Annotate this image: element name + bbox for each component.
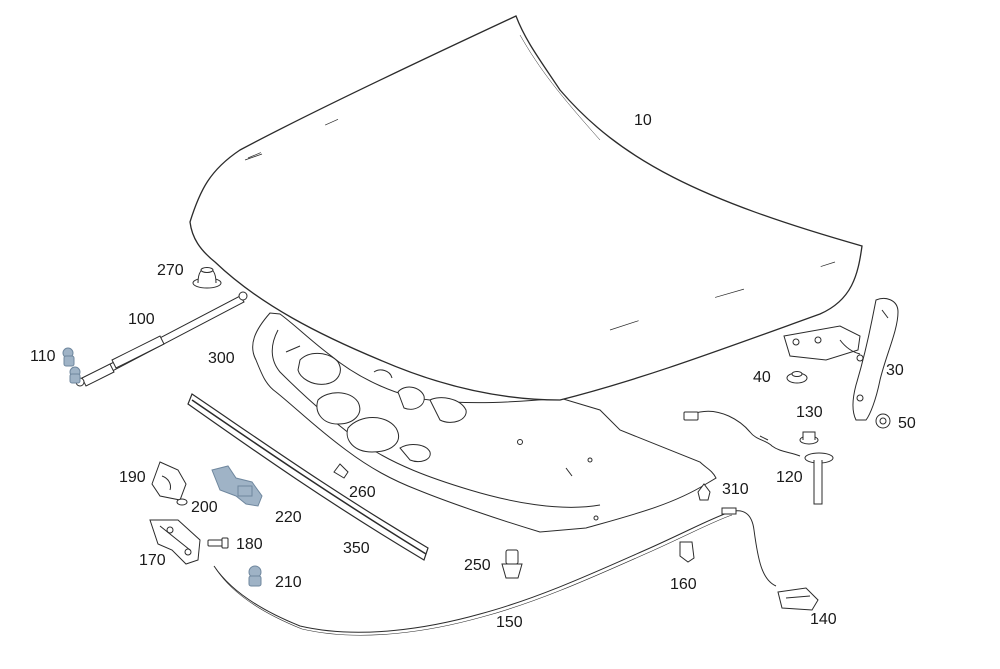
label-50: 50 (898, 415, 916, 432)
nut-200 (176, 498, 188, 506)
label-150: 150 (496, 614, 523, 631)
label-210: 210 (275, 574, 302, 591)
hood-insulation-300 (252, 312, 717, 533)
grommet-210 (248, 565, 262, 587)
clip-260 (333, 463, 349, 479)
label-270: 270 (157, 262, 184, 279)
plug-250 (501, 549, 523, 579)
label-10: 10 (634, 112, 652, 129)
label-310: 310 (722, 481, 749, 498)
label-100: 100 (128, 311, 155, 328)
label-120: 120 (776, 469, 803, 486)
label-190: 190 (119, 469, 146, 486)
clip-310 (697, 483, 711, 501)
label-140: 140 (810, 611, 837, 628)
label-250: 250 (464, 557, 491, 574)
clip-160 (679, 541, 695, 563)
hinge-30 (783, 298, 899, 421)
label-350: 350 (343, 540, 370, 557)
label-260: 260 (349, 484, 376, 501)
label-110: 110 (30, 348, 56, 365)
bracket-190 (151, 461, 187, 501)
label-160: 160 (670, 576, 697, 593)
ball-stud-110 (62, 347, 81, 384)
label-40: 40 (753, 369, 771, 386)
label-300: 300 (208, 350, 235, 367)
gas-strut-100 (75, 291, 248, 387)
grommet-130 (799, 431, 819, 445)
bump-stop-270 (192, 267, 222, 289)
label-220: 220 (275, 509, 302, 526)
label-180: 180 (236, 536, 263, 553)
label-130: 130 (796, 404, 823, 421)
label-170: 170 (139, 552, 166, 569)
latch-170 (149, 519, 201, 565)
bolt-180 (207, 537, 229, 549)
lever-140 (777, 587, 819, 611)
bracket-220 (211, 465, 263, 507)
hood-10 (189, 15, 863, 401)
cable-150 (213, 507, 777, 636)
label-30: 30 (886, 362, 904, 379)
seal-350 (187, 393, 429, 561)
pad-40 (786, 371, 808, 384)
switch-120 (683, 410, 834, 505)
nut-50 (875, 413, 891, 429)
label-200: 200 (191, 499, 218, 516)
